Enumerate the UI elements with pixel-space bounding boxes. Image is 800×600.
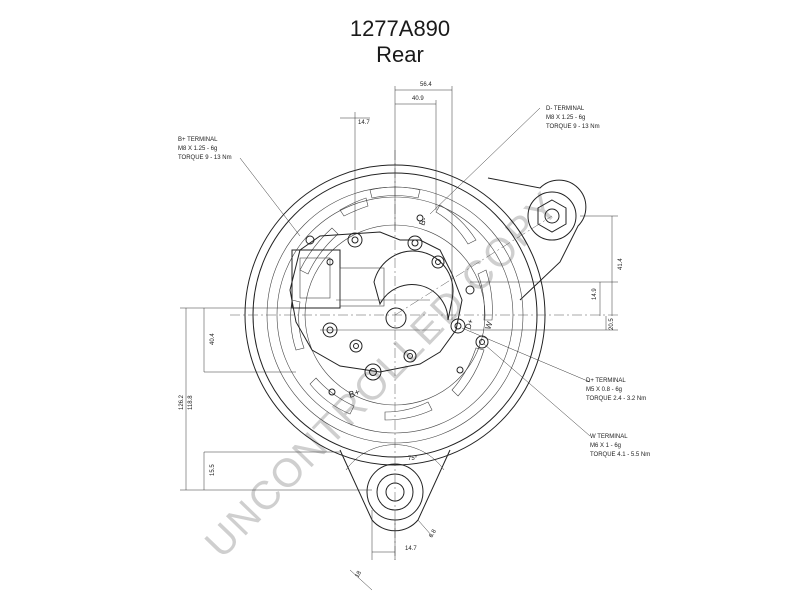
bottom-dimensions <box>345 444 445 591</box>
shaft-center <box>385 307 407 329</box>
hex-nut-right <box>537 199 567 233</box>
dim-56-4: 56.4 <box>420 82 432 88</box>
dim-14-9: 14.9 <box>592 288 598 300</box>
regulator-box <box>291 249 341 309</box>
callout-d-terminal-line1: D- TERMINAL <box>546 106 585 112</box>
callout-d-terminal-line2: M8 X 1.25 - 6g <box>546 115 585 121</box>
dim-40-4: 40.4 <box>210 333 216 345</box>
callout-d-terminal: D- TERMINAL M8 X 1.25 - 6g TORQUE 9 - 13… <box>546 106 600 130</box>
dim-75-deg: 75° <box>408 456 418 462</box>
dim-14-7-top: 14.7 <box>358 120 370 126</box>
callout-d-plus-line2: M5 X 0.8 - 6g <box>586 387 622 393</box>
ventilation-slots <box>290 186 493 421</box>
callout-w-terminal: W TERMINAL M6 X 1 - 6g TORQUE 4.1 - 5.5 … <box>590 434 650 458</box>
left-dimensions <box>180 307 372 491</box>
dim-40-9: 40.9 <box>412 96 424 102</box>
dim-41-4-right: 41.4 <box>618 258 624 270</box>
dim-15-5: 15.5 <box>210 464 216 476</box>
ear-centerline <box>394 215 553 316</box>
d-plus-terminal-stud <box>450 318 466 334</box>
mark-w: W <box>483 320 494 331</box>
brush-holder <box>339 267 385 307</box>
callout-d-plus-line1: D+ TERMINAL <box>586 378 626 384</box>
top-dimensions <box>340 86 453 320</box>
mark-d-plus: D+ <box>463 317 475 330</box>
dim-6-8: 6.8 <box>429 528 439 539</box>
mounting-ear-right <box>487 177 587 301</box>
callout-b-plus-line3: TORQUE 9 - 13 Nm <box>178 155 232 161</box>
mark-b-minus: B- <box>417 216 428 227</box>
dim-18: 18 <box>355 570 364 579</box>
diagram-subtitle: Rear <box>376 42 424 67</box>
hex-nut-bore <box>544 208 560 224</box>
dim-14-7-bottom: 14.7 <box>405 546 417 552</box>
callout-w-terminal-line3: TORQUE 4.1 - 5.5 Nm <box>590 452 650 458</box>
callout-d-plus: D+ TERMINAL M5 X 0.8 - 6g TORQUE 2.4 - 3… <box>586 378 646 402</box>
callout-b-plus-line2: M8 X 1.25 - 6g <box>178 146 217 152</box>
right-dimensions <box>470 215 618 331</box>
dim-126-2: 126.2 <box>179 394 185 410</box>
callout-w-terminal-line1: W TERMINAL <box>590 434 628 440</box>
mount-hole-right-outer <box>527 191 577 241</box>
callout-w-terminal-line2: M6 X 1 - 6g <box>590 443 621 449</box>
callout-d-plus-line3: TORQUE 2.4 - 3.2 Nm <box>586 396 646 402</box>
callout-b-plus: B+ TERMINAL M8 X 1.25 - 6g TORQUE 9 - 13… <box>178 137 232 161</box>
diagram-title: 1277A890 <box>349 16 451 41</box>
dim-118-8: 118.8 <box>188 395 194 410</box>
terminal-studs <box>305 214 489 396</box>
callout-d-terminal-line3: TORQUE 9 - 13 Nm <box>546 124 600 130</box>
w-terminal-stud <box>475 335 489 349</box>
callout-b-plus-line1: B+ TERMINAL <box>178 137 218 143</box>
dim-20-5: 20.5 <box>609 318 615 330</box>
mark-b-plus: B+ <box>347 387 361 400</box>
leader-lines <box>239 107 591 437</box>
